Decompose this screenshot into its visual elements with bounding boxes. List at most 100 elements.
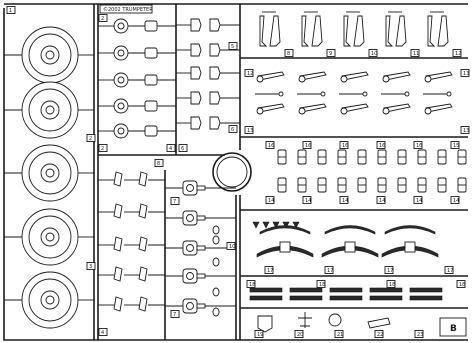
track-bracket xyxy=(209,18,221,32)
wheel-tire-line xyxy=(28,278,72,322)
number-tag xyxy=(324,266,334,274)
idler-stub xyxy=(196,303,206,309)
sprue-gate-inner xyxy=(216,156,248,188)
number-tag xyxy=(226,242,236,250)
tension-arm xyxy=(395,15,407,47)
number-tag xyxy=(460,126,470,134)
part-number: 14 xyxy=(416,198,422,204)
small-wheel xyxy=(113,18,129,34)
wheel-axle xyxy=(45,105,55,115)
part-number: 16 xyxy=(268,143,274,149)
number-tag xyxy=(98,14,108,22)
suspension-arm xyxy=(138,171,148,187)
rod-end xyxy=(320,91,326,97)
suspension-arm xyxy=(113,266,123,282)
suspension-arm xyxy=(138,236,148,252)
number-tag xyxy=(244,126,254,134)
rod-end xyxy=(278,91,284,97)
part-number: 14 xyxy=(453,198,459,204)
idler-stub xyxy=(196,245,206,251)
part-number: 4 xyxy=(169,146,172,152)
road-wheel xyxy=(21,208,79,266)
small-pin xyxy=(212,235,220,245)
corner-number: 1 xyxy=(9,8,12,14)
part-number: 16 xyxy=(342,143,348,149)
part-number: 17 xyxy=(267,268,273,274)
idler-hole xyxy=(186,244,194,252)
idler-hole xyxy=(186,302,194,310)
small-bracket xyxy=(144,20,158,32)
idler-part xyxy=(182,268,198,284)
number-tag xyxy=(264,266,274,274)
number-tag xyxy=(246,280,256,288)
suspension-arm xyxy=(138,296,148,312)
road-wheel xyxy=(21,81,79,139)
part-number: 17 xyxy=(327,268,333,274)
small-pin xyxy=(212,307,220,317)
number-tag xyxy=(376,196,386,204)
small-wheel-hub xyxy=(117,49,125,57)
track-rod xyxy=(369,287,403,293)
idler-stub xyxy=(196,273,206,279)
small-bolt xyxy=(272,221,280,229)
sprue-letter: B xyxy=(450,324,457,334)
number-tag xyxy=(302,196,312,204)
number-tag xyxy=(178,144,188,152)
part-number: 17 xyxy=(387,268,393,274)
small-bolt xyxy=(282,221,290,229)
idler-part xyxy=(182,180,198,196)
letter-box xyxy=(439,317,467,337)
rod-end xyxy=(404,91,410,97)
part-number: 15 xyxy=(453,143,459,149)
number-tag xyxy=(170,197,180,205)
small-bolt xyxy=(252,221,260,229)
track-rod xyxy=(289,287,323,293)
number-tag xyxy=(228,125,238,133)
part-number: 9 xyxy=(329,51,332,57)
part-number: 23 xyxy=(417,332,423,338)
idler-stub xyxy=(196,215,206,221)
spring-clamp xyxy=(344,241,356,253)
link-eye xyxy=(424,107,432,115)
track-bracket xyxy=(190,18,202,32)
suspension-arm xyxy=(138,203,148,219)
number-tag xyxy=(316,280,326,288)
part-number: 12 xyxy=(247,71,253,77)
number-tag xyxy=(98,144,108,152)
track-rod xyxy=(409,287,443,293)
suspension-arm xyxy=(113,171,123,187)
spring-clamp xyxy=(404,241,416,253)
small-pin xyxy=(212,225,220,235)
wheel-tire-line xyxy=(28,33,72,77)
bracket-part xyxy=(298,312,312,328)
link-eye xyxy=(382,75,390,83)
tension-arm xyxy=(301,15,310,47)
link-eye xyxy=(340,107,348,115)
sprue-gate-ring xyxy=(212,152,252,192)
part-number: 18 xyxy=(389,282,395,288)
part-number: 13 xyxy=(463,128,469,134)
small-wheel xyxy=(113,45,129,61)
track-bracket xyxy=(190,116,202,130)
latch-part xyxy=(367,317,391,329)
number-tag xyxy=(413,141,423,149)
number-tag xyxy=(228,42,238,50)
number-tag xyxy=(302,141,312,149)
small-wheel-hub xyxy=(117,127,125,135)
leaf-spring xyxy=(321,245,379,258)
tension-arm xyxy=(427,15,436,47)
tension-arm xyxy=(269,15,281,47)
number-tag xyxy=(294,330,304,338)
number-tag xyxy=(86,262,96,270)
part-number: 8 xyxy=(287,51,290,57)
small-bracket xyxy=(144,100,158,112)
number-tag xyxy=(376,141,386,149)
part-number: 11 xyxy=(413,51,419,57)
track-bracket xyxy=(190,91,202,105)
leaf-spring xyxy=(381,245,439,258)
part-number: 7 xyxy=(173,312,176,318)
leaf-spring xyxy=(256,245,314,258)
wheel-number: 2 xyxy=(89,136,92,142)
towing-hook xyxy=(257,315,273,333)
